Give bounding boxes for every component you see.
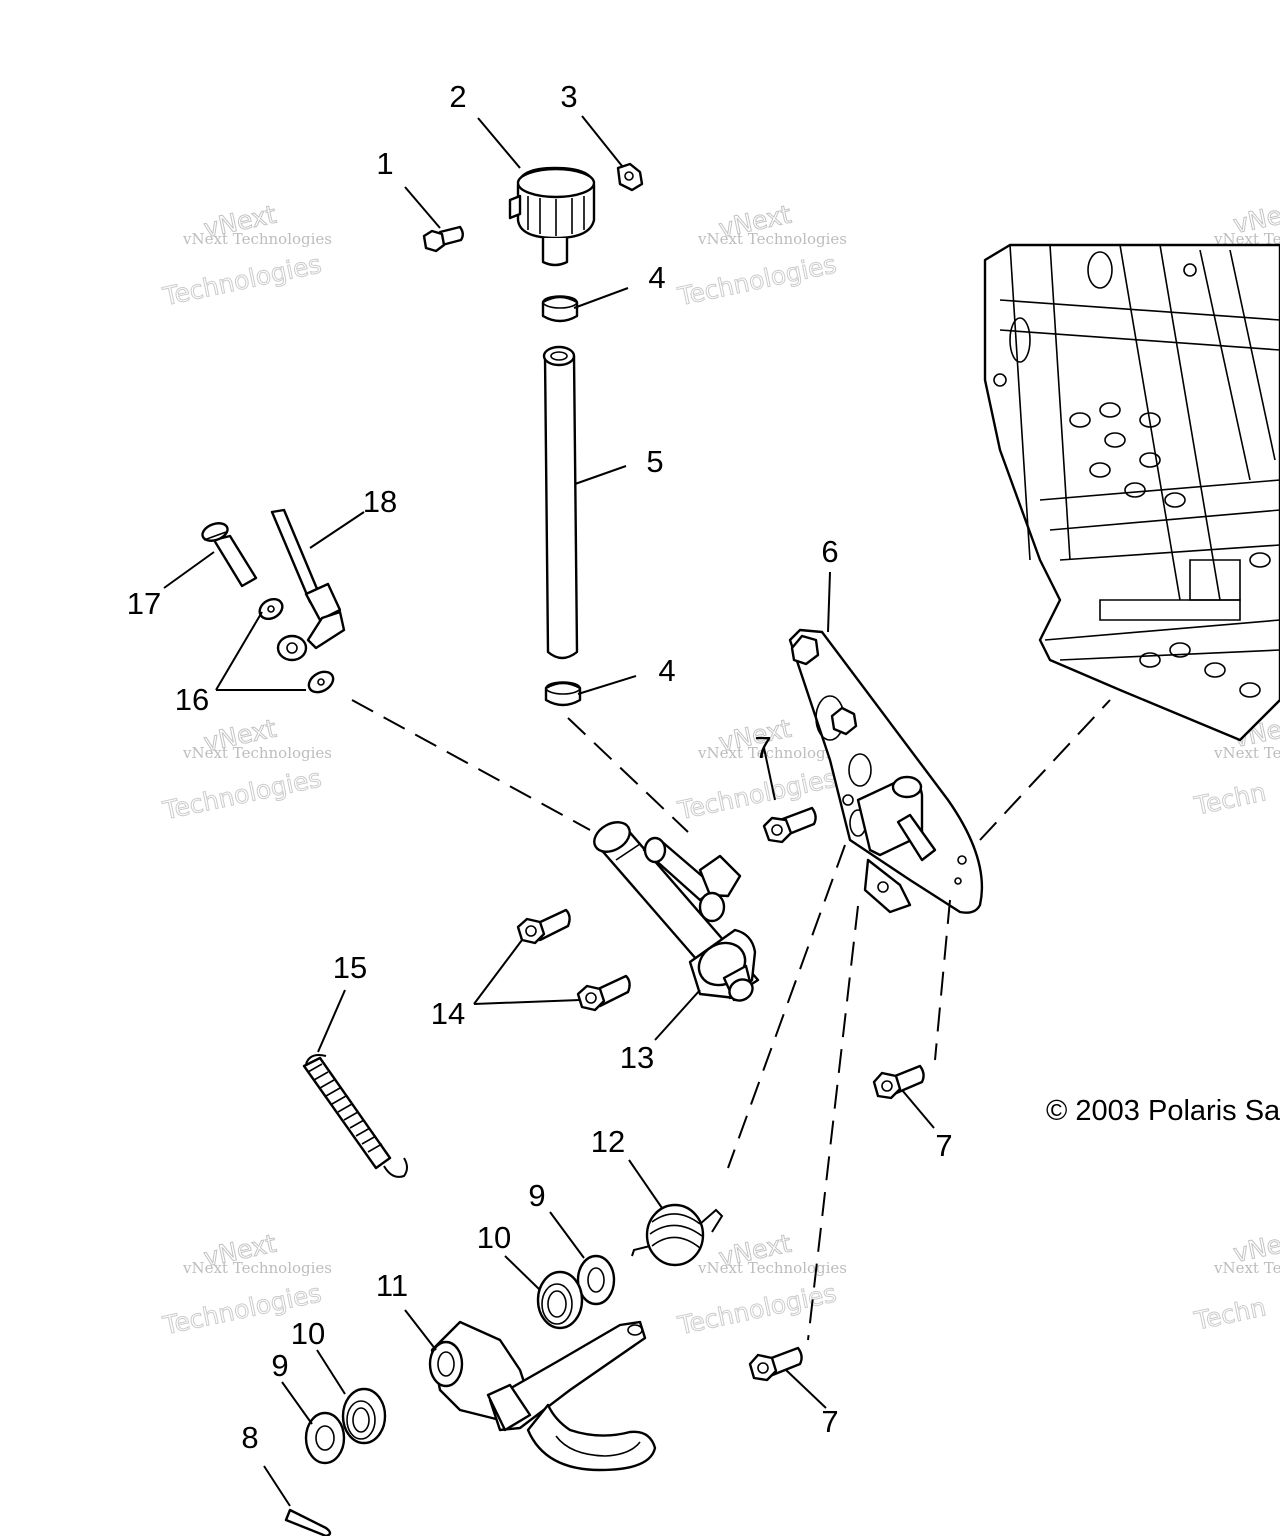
svg-text:vNext Technologies: vNext Technologies xyxy=(697,230,847,248)
brake-pedal-part-11 xyxy=(428,1320,657,1472)
callout-4-top: 4 xyxy=(648,260,665,295)
bolt-part-14-upper xyxy=(516,908,571,945)
callout-13: 13 xyxy=(620,1040,654,1075)
svg-text:vNext Technologies: vNext Technologies xyxy=(182,230,332,248)
copyright-notice: © 2003 Polaris Sa xyxy=(1046,1095,1280,1127)
callout-2: 2 xyxy=(449,79,466,114)
washer-part-16-upper xyxy=(258,597,284,621)
callout-14: 14 xyxy=(431,996,465,1031)
callout-18: 18 xyxy=(363,484,397,519)
bolt-part-7-a xyxy=(762,806,817,844)
bolt-part-1 xyxy=(422,225,464,253)
svg-text:Techn: Techn xyxy=(1191,1292,1268,1336)
bushing-part-10-upper xyxy=(536,1270,584,1330)
mounting-plate-part-6 xyxy=(788,628,984,914)
callout-7-middle: 7 xyxy=(935,1128,952,1163)
hose-part-5 xyxy=(542,345,579,660)
callout-9-lower: 9 xyxy=(271,1348,288,1383)
svg-text:vNext Te: vNext Te xyxy=(1213,744,1280,762)
master-cylinder-part-13 xyxy=(593,821,760,1002)
callout-6: 6 xyxy=(821,534,838,569)
callout-7-upper: 7 xyxy=(754,730,771,765)
banjo-bolt-part-17 xyxy=(201,522,258,588)
callout-10-lower: 10 xyxy=(291,1316,325,1351)
reservoir-part-2 xyxy=(508,166,596,267)
callout-numbers: 1 2 3 4 4 5 6 7 7 7 7 8 9 9 10 10 11 12 … xyxy=(127,79,953,1455)
washer-part-9-lower xyxy=(304,1411,346,1465)
svg-text:Technologies: Technologies xyxy=(160,249,324,311)
callout-9-upper: 9 xyxy=(528,1178,545,1213)
svg-text:Technologies: Technologies xyxy=(675,1278,839,1340)
nut-part-3 xyxy=(616,162,644,192)
watermark-top-center: vNext vNext Technologies Technologies xyxy=(674,199,847,312)
callout-17: 17 xyxy=(127,586,161,621)
extension-spring-part-15 xyxy=(302,1054,408,1178)
watermark-top-left: vNext vNext Technologies Technologies xyxy=(159,199,332,312)
callout-3: 3 xyxy=(560,79,577,114)
watermark-mid-left: vNext vNext Technologies Technologies xyxy=(159,713,332,826)
callout-4-bottom: 4 xyxy=(658,653,675,688)
svg-text:vNext Technologies: vNext Technologies xyxy=(697,744,847,762)
leader-lines xyxy=(163,115,935,1507)
svg-text:vNext Technologies: vNext Technologies xyxy=(697,1259,847,1277)
torsion-spring-part-12 xyxy=(631,1203,724,1267)
svg-text:Technologies: Technologies xyxy=(675,249,839,311)
clamp-part-4-top xyxy=(541,295,579,323)
washer-part-9-upper xyxy=(576,1254,616,1306)
pin-part-8 xyxy=(284,1508,332,1536)
callout-1: 1 xyxy=(376,146,393,181)
callout-10-upper: 10 xyxy=(477,1220,511,1255)
svg-text:Technologies: Technologies xyxy=(160,763,324,825)
svg-text:Techn: Techn xyxy=(1191,777,1268,821)
callout-8: 8 xyxy=(241,1420,258,1455)
bolt-part-7-b xyxy=(872,1064,925,1100)
callout-5: 5 xyxy=(646,444,663,479)
bushing-part-10-lower xyxy=(341,1387,387,1445)
svg-text:vNext Te: vNext Te xyxy=(1213,230,1280,248)
callout-15: 15 xyxy=(333,950,367,985)
bolt-part-14-lower xyxy=(576,974,631,1012)
svg-text:vNext Technologies: vNext Technologies xyxy=(182,744,332,762)
svg-text:vNext Technologies: vNext Technologies xyxy=(182,1259,332,1277)
svg-text:vNext Te: vNext Te xyxy=(1213,1259,1280,1277)
callout-7-lower: 7 xyxy=(821,1404,838,1439)
clamp-part-4-bottom xyxy=(544,681,582,707)
bolt-part-7-c xyxy=(748,1346,803,1382)
callout-11: 11 xyxy=(376,1268,408,1303)
assembly-lines xyxy=(351,699,1111,1341)
washer-part-16-lower xyxy=(307,670,335,694)
callout-16: 16 xyxy=(175,682,209,717)
vehicle-frame xyxy=(983,243,1280,742)
brake-line-part-18 xyxy=(270,508,346,662)
callout-12: 12 xyxy=(591,1124,625,1159)
watermark-bottom-right: vNe vNext Te Techn xyxy=(1191,1229,1280,1336)
